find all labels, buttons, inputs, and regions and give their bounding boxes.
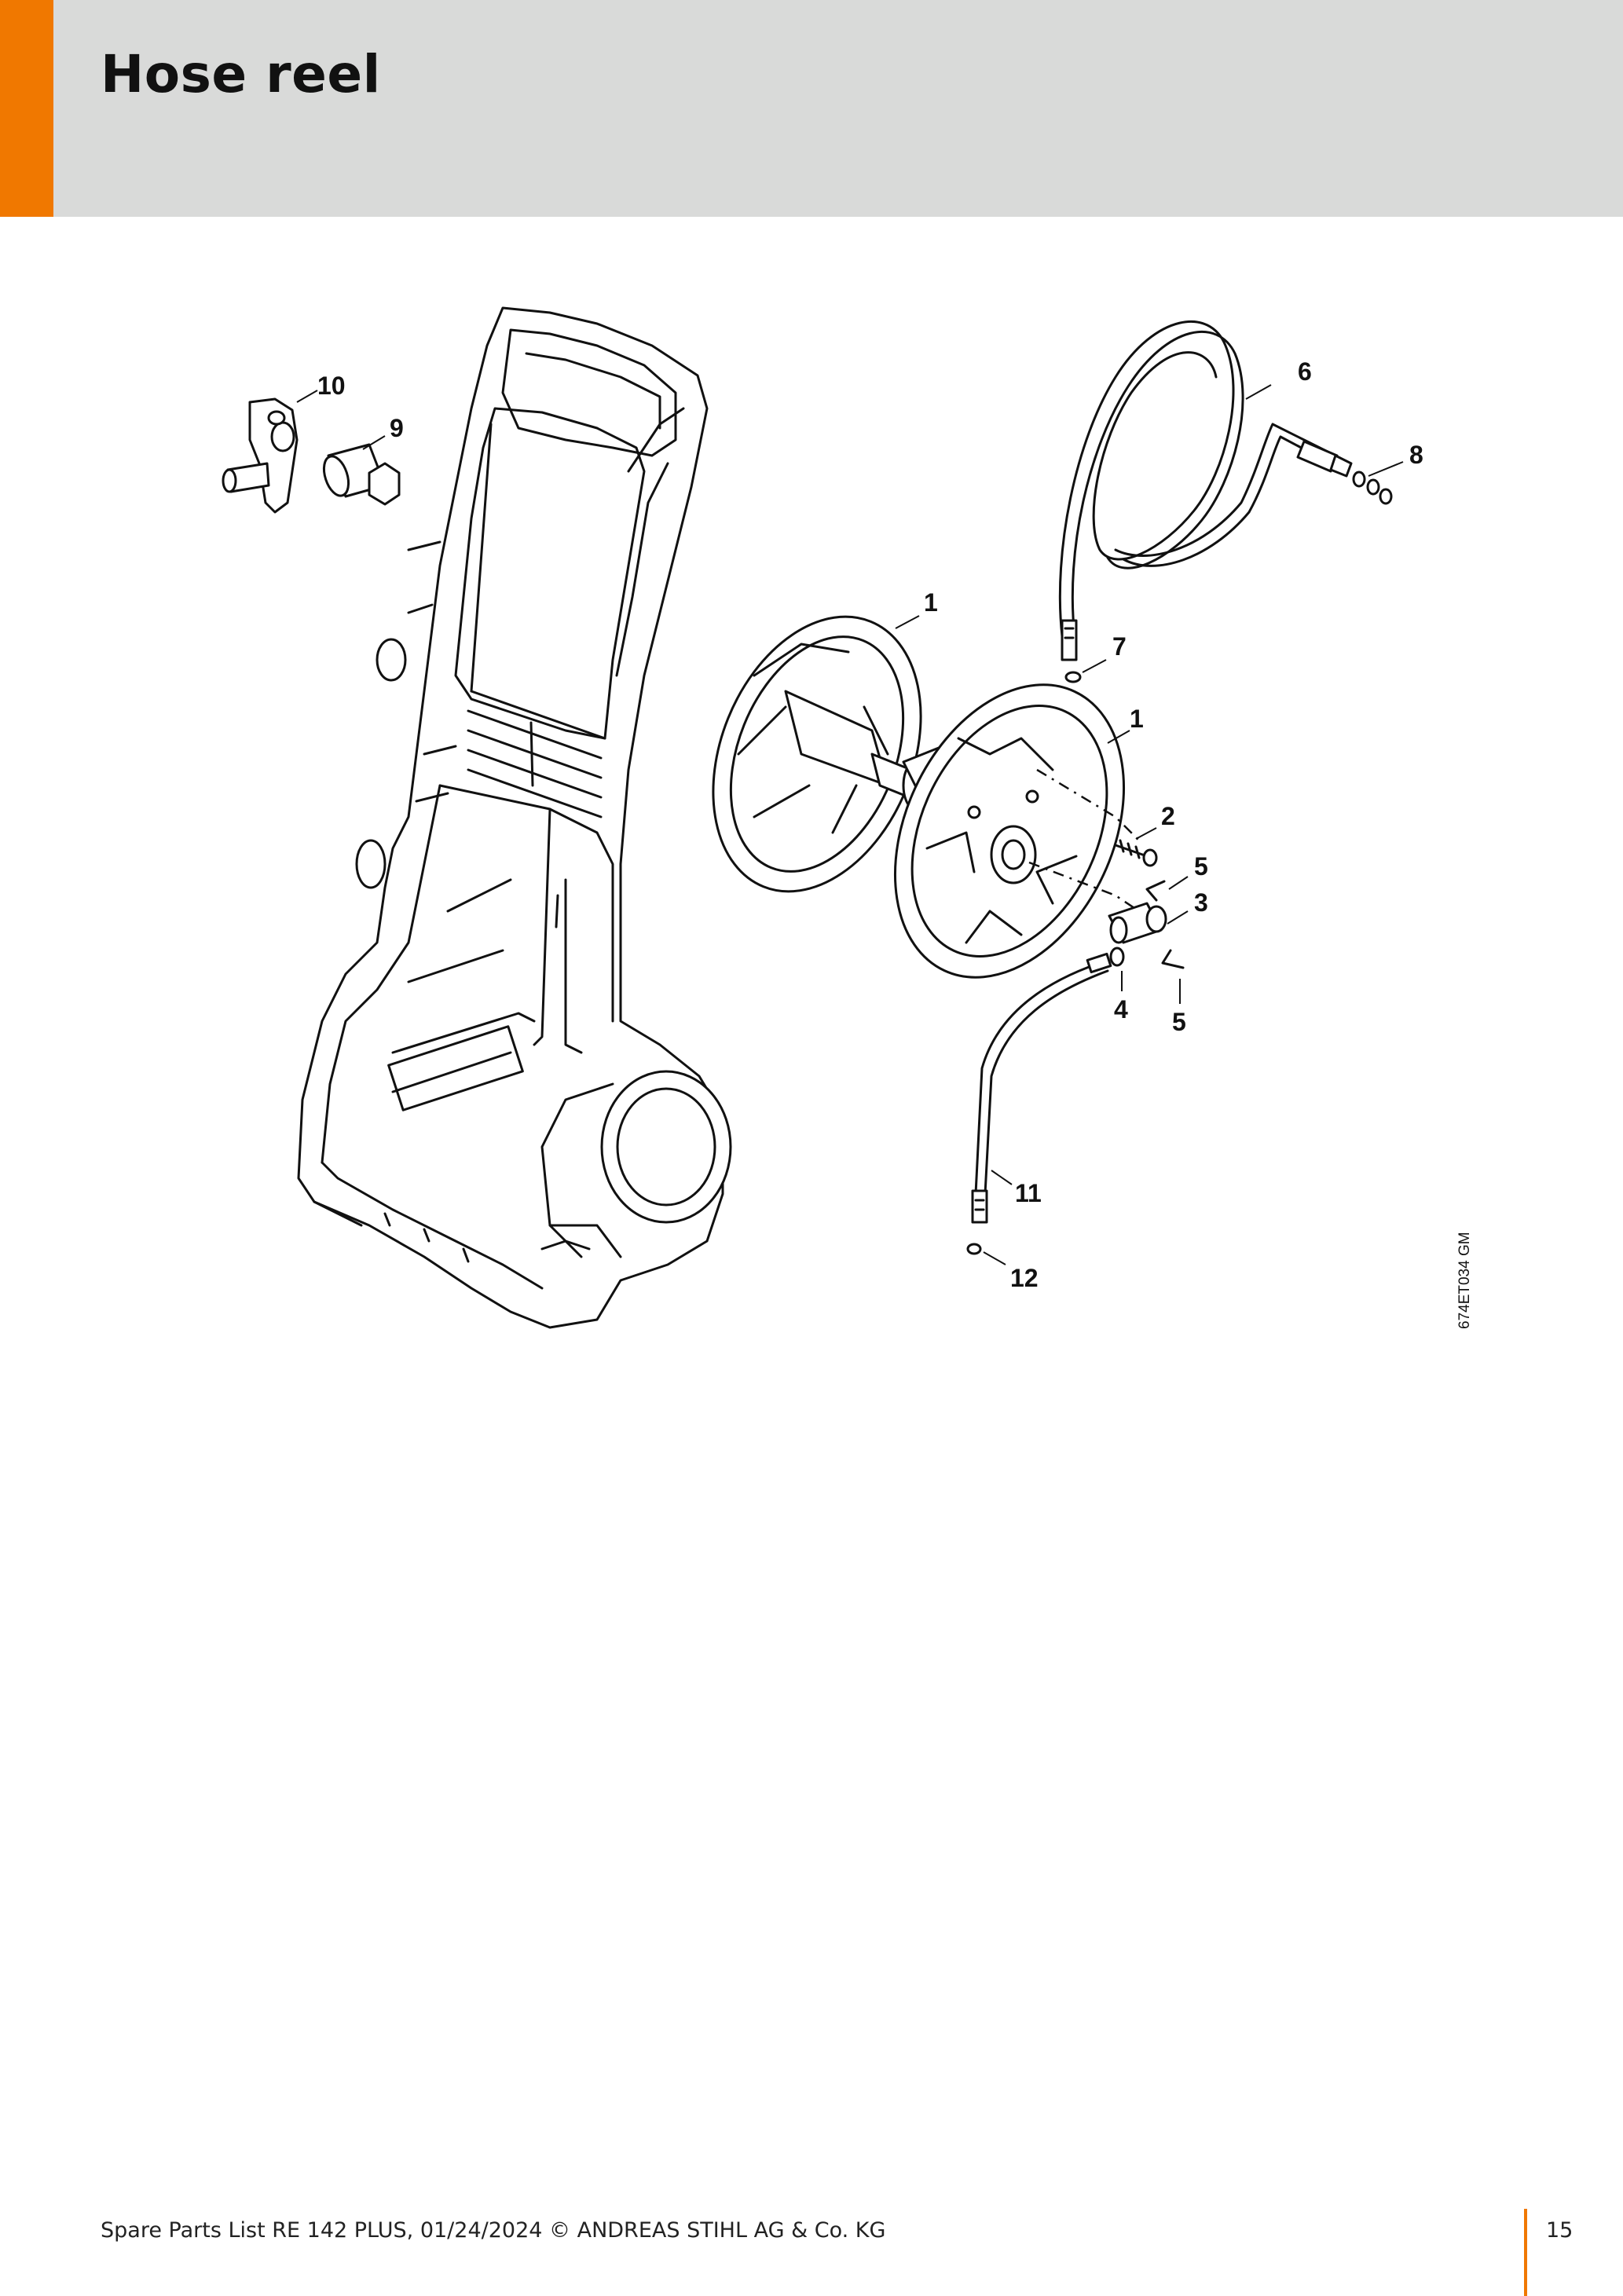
part-2-screw-drawing <box>1114 839 1158 867</box>
orange-accent-strip <box>0 0 53 217</box>
part-3-fitting-drawing <box>1108 902 1167 944</box>
page-number: 15 <box>1546 2218 1574 2243</box>
part-7-o-ring-drawing <box>1064 671 1082 683</box>
part-12-o-ring-drawing <box>966 1243 982 1255</box>
drawing-reference-code: 674ET034 GM <box>1456 1232 1473 1329</box>
exploded-parts-diagram: 10 9 6 8 1 7 1 2 5 3 4 5 11 12 674ET034 … <box>0 236 1623 1414</box>
footer-divider <box>1524 2209 1527 2296</box>
part-10-holder-drawing <box>222 397 299 514</box>
header-band <box>0 0 1623 217</box>
callout-11: 11 <box>1015 1179 1042 1207</box>
footer-copyright: Spare Parts List RE 142 PLUS, 01/24/2024… <box>101 2218 886 2243</box>
part-8-o-rings-drawing <box>1352 471 1393 505</box>
callout-3: 3 <box>1194 888 1208 917</box>
frame-housing-drawing <box>297 306 732 1329</box>
callout-2: 2 <box>1161 802 1175 830</box>
part-11-short-hose-drawing <box>971 952 1112 1224</box>
page-title: Hose reel <box>101 44 381 104</box>
part-9-plug-drawing <box>322 443 401 506</box>
callout-9: 9 <box>390 414 404 442</box>
callout-5-upper: 5 <box>1194 852 1208 881</box>
callout-12: 12 <box>1010 1264 1039 1292</box>
callout-1-rear-disc: 1 <box>924 588 938 617</box>
callout-7: 7 <box>1112 632 1127 661</box>
assembly-axis-line <box>1028 861 1140 913</box>
callout-5-lower: 5 <box>1172 1008 1186 1036</box>
assembly-axis-line-2 <box>1036 768 1140 841</box>
callout-leader-lines <box>296 384 1404 1265</box>
callout-10: 10 <box>317 372 346 400</box>
part-5-clips-drawing <box>1145 880 1185 969</box>
callout-1-front-disc: 1 <box>1130 705 1144 733</box>
callout-6: 6 <box>1298 357 1312 386</box>
part-4-o-ring-drawing <box>1109 947 1125 967</box>
callout-4: 4 <box>1114 995 1128 1023</box>
callout-8: 8 <box>1409 441 1423 469</box>
part-6-hose-coil-drawing <box>1058 320 1353 661</box>
part-1-reel-disc-front-drawing <box>893 683 1126 979</box>
